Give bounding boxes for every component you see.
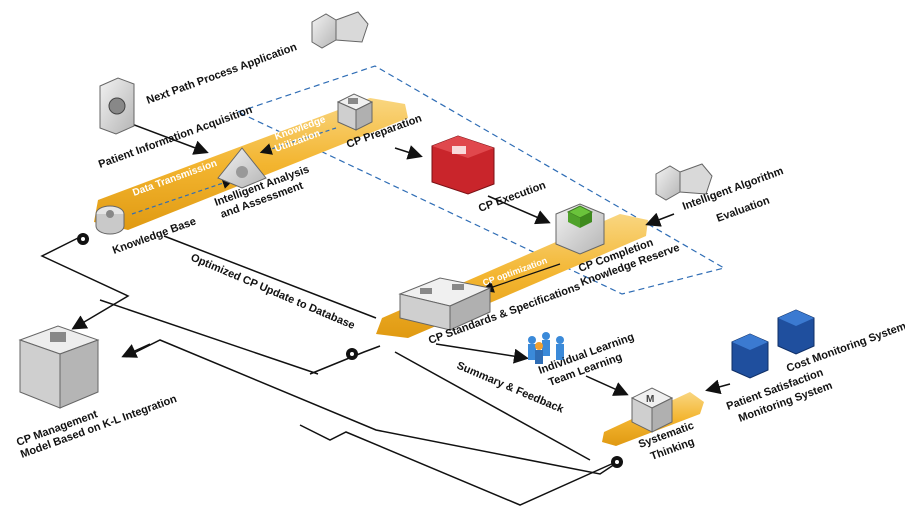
label-intelligent-algorithm-2: Evaluation	[715, 194, 772, 224]
m-cube-icon: M	[630, 387, 674, 433]
blue-server-icon	[777, 309, 815, 355]
knowledge-utilization-arrow	[259, 127, 337, 155]
data-transmission-arrow	[131, 177, 235, 215]
database-disk-icon	[95, 205, 125, 235]
node-dot-icon	[77, 233, 89, 245]
pyramid-icon	[217, 147, 267, 189]
management-cube-icon	[18, 325, 100, 409]
standards-box-icon	[398, 277, 492, 331]
flow-lines	[40, 111, 731, 506]
hand-scanner-icon	[655, 163, 713, 201]
green-cube-server-icon	[555, 203, 605, 255]
people-icon	[528, 332, 564, 364]
hand-scanner-icon	[311, 11, 369, 49]
node-dot-icon	[611, 456, 623, 468]
cp-optimization-arrow	[481, 263, 561, 293]
svg-text:M: M	[646, 394, 654, 405]
file-cabinet-icon	[99, 77, 135, 135]
label-next-path: Next Path Process Application	[145, 41, 299, 107]
dashed-region	[236, 65, 726, 295]
label-optimized-update: Optimized CP Update to Database	[189, 252, 357, 332]
red-server-icon	[431, 135, 495, 195]
box-icon	[336, 93, 374, 131]
node-dot-icon	[346, 348, 358, 360]
blue-server-icon	[731, 333, 769, 379]
